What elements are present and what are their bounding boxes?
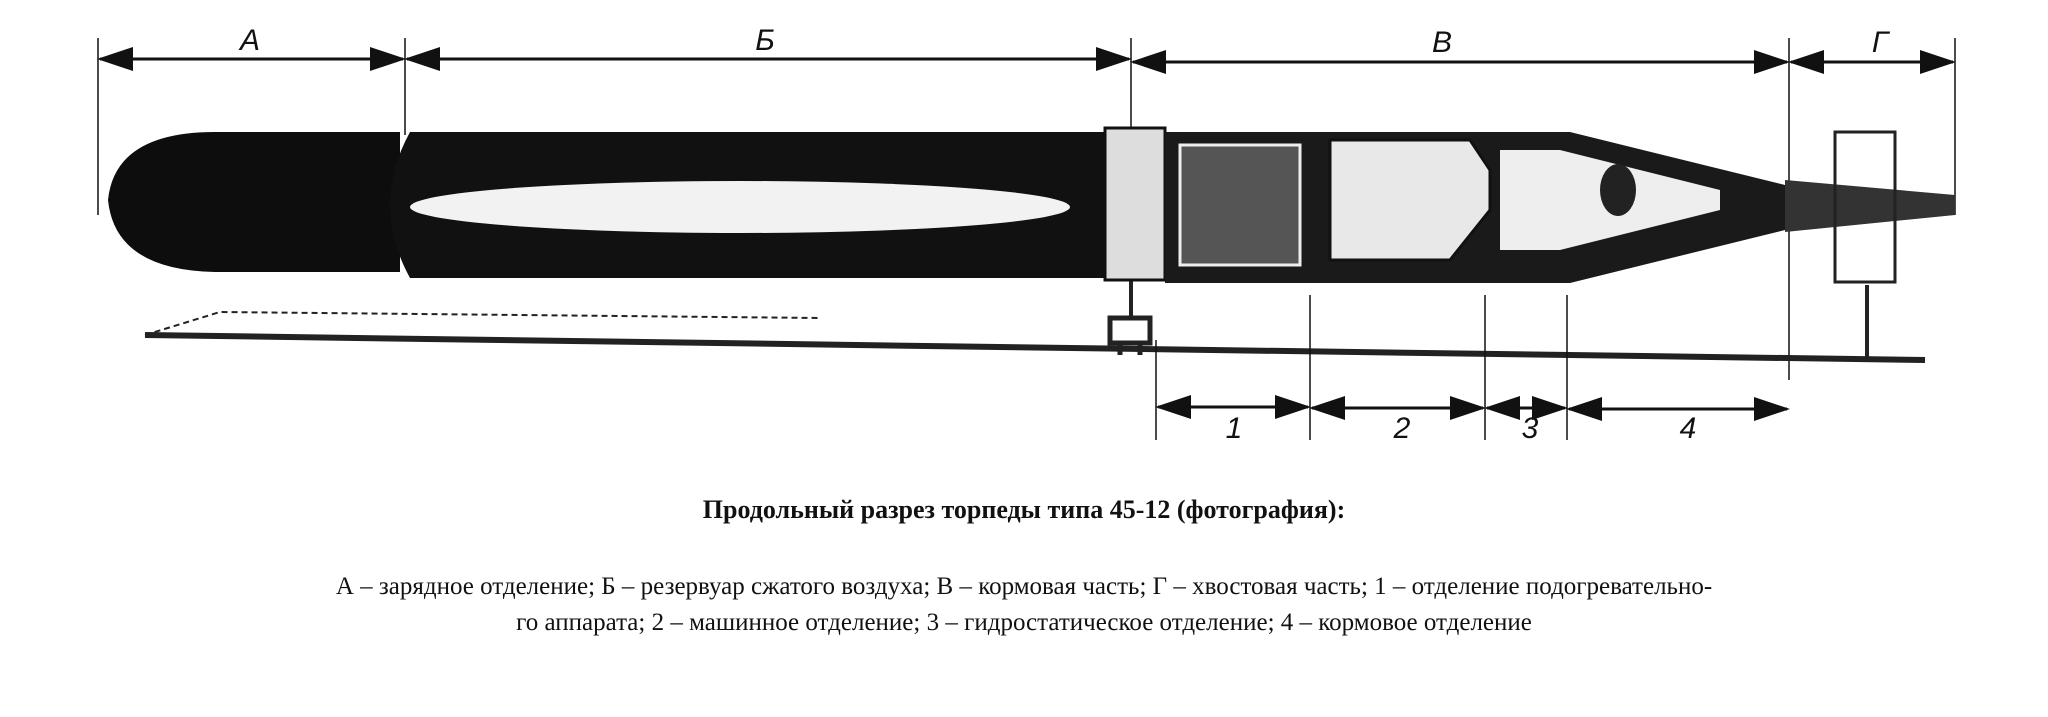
- figure-legend-line-1: А – зарядное отделение; Б – резервуар сж…: [335, 573, 1713, 600]
- top-dimension-lines: [97, 38, 1956, 380]
- figure-title: Продольный разрез торпеды типа 45-12 (фо…: [702, 495, 1346, 524]
- section-label-a: А: [239, 24, 261, 57]
- subsection-label-3: 3: [1521, 412, 1539, 445]
- subsection-label-2: 2: [1393, 412, 1411, 445]
- torpedo-cutaway-photo: [97, 38, 1956, 440]
- section-label-g: Г: [1871, 26, 1889, 59]
- subsection-label-1: 1: [1225, 412, 1243, 445]
- subsection-label-4: 4: [1679, 412, 1697, 445]
- torpedo-body: [108, 126, 1955, 284]
- torpedo-stand: [144, 280, 1926, 363]
- figure-legend-line-2: го аппарата; 2 – машинное отделение; 3 –…: [516, 609, 1532, 636]
- bottom-dimension-lines: [1155, 295, 1790, 440]
- section-label-b: Б: [755, 24, 775, 57]
- section-label-v: В: [1431, 26, 1453, 59]
